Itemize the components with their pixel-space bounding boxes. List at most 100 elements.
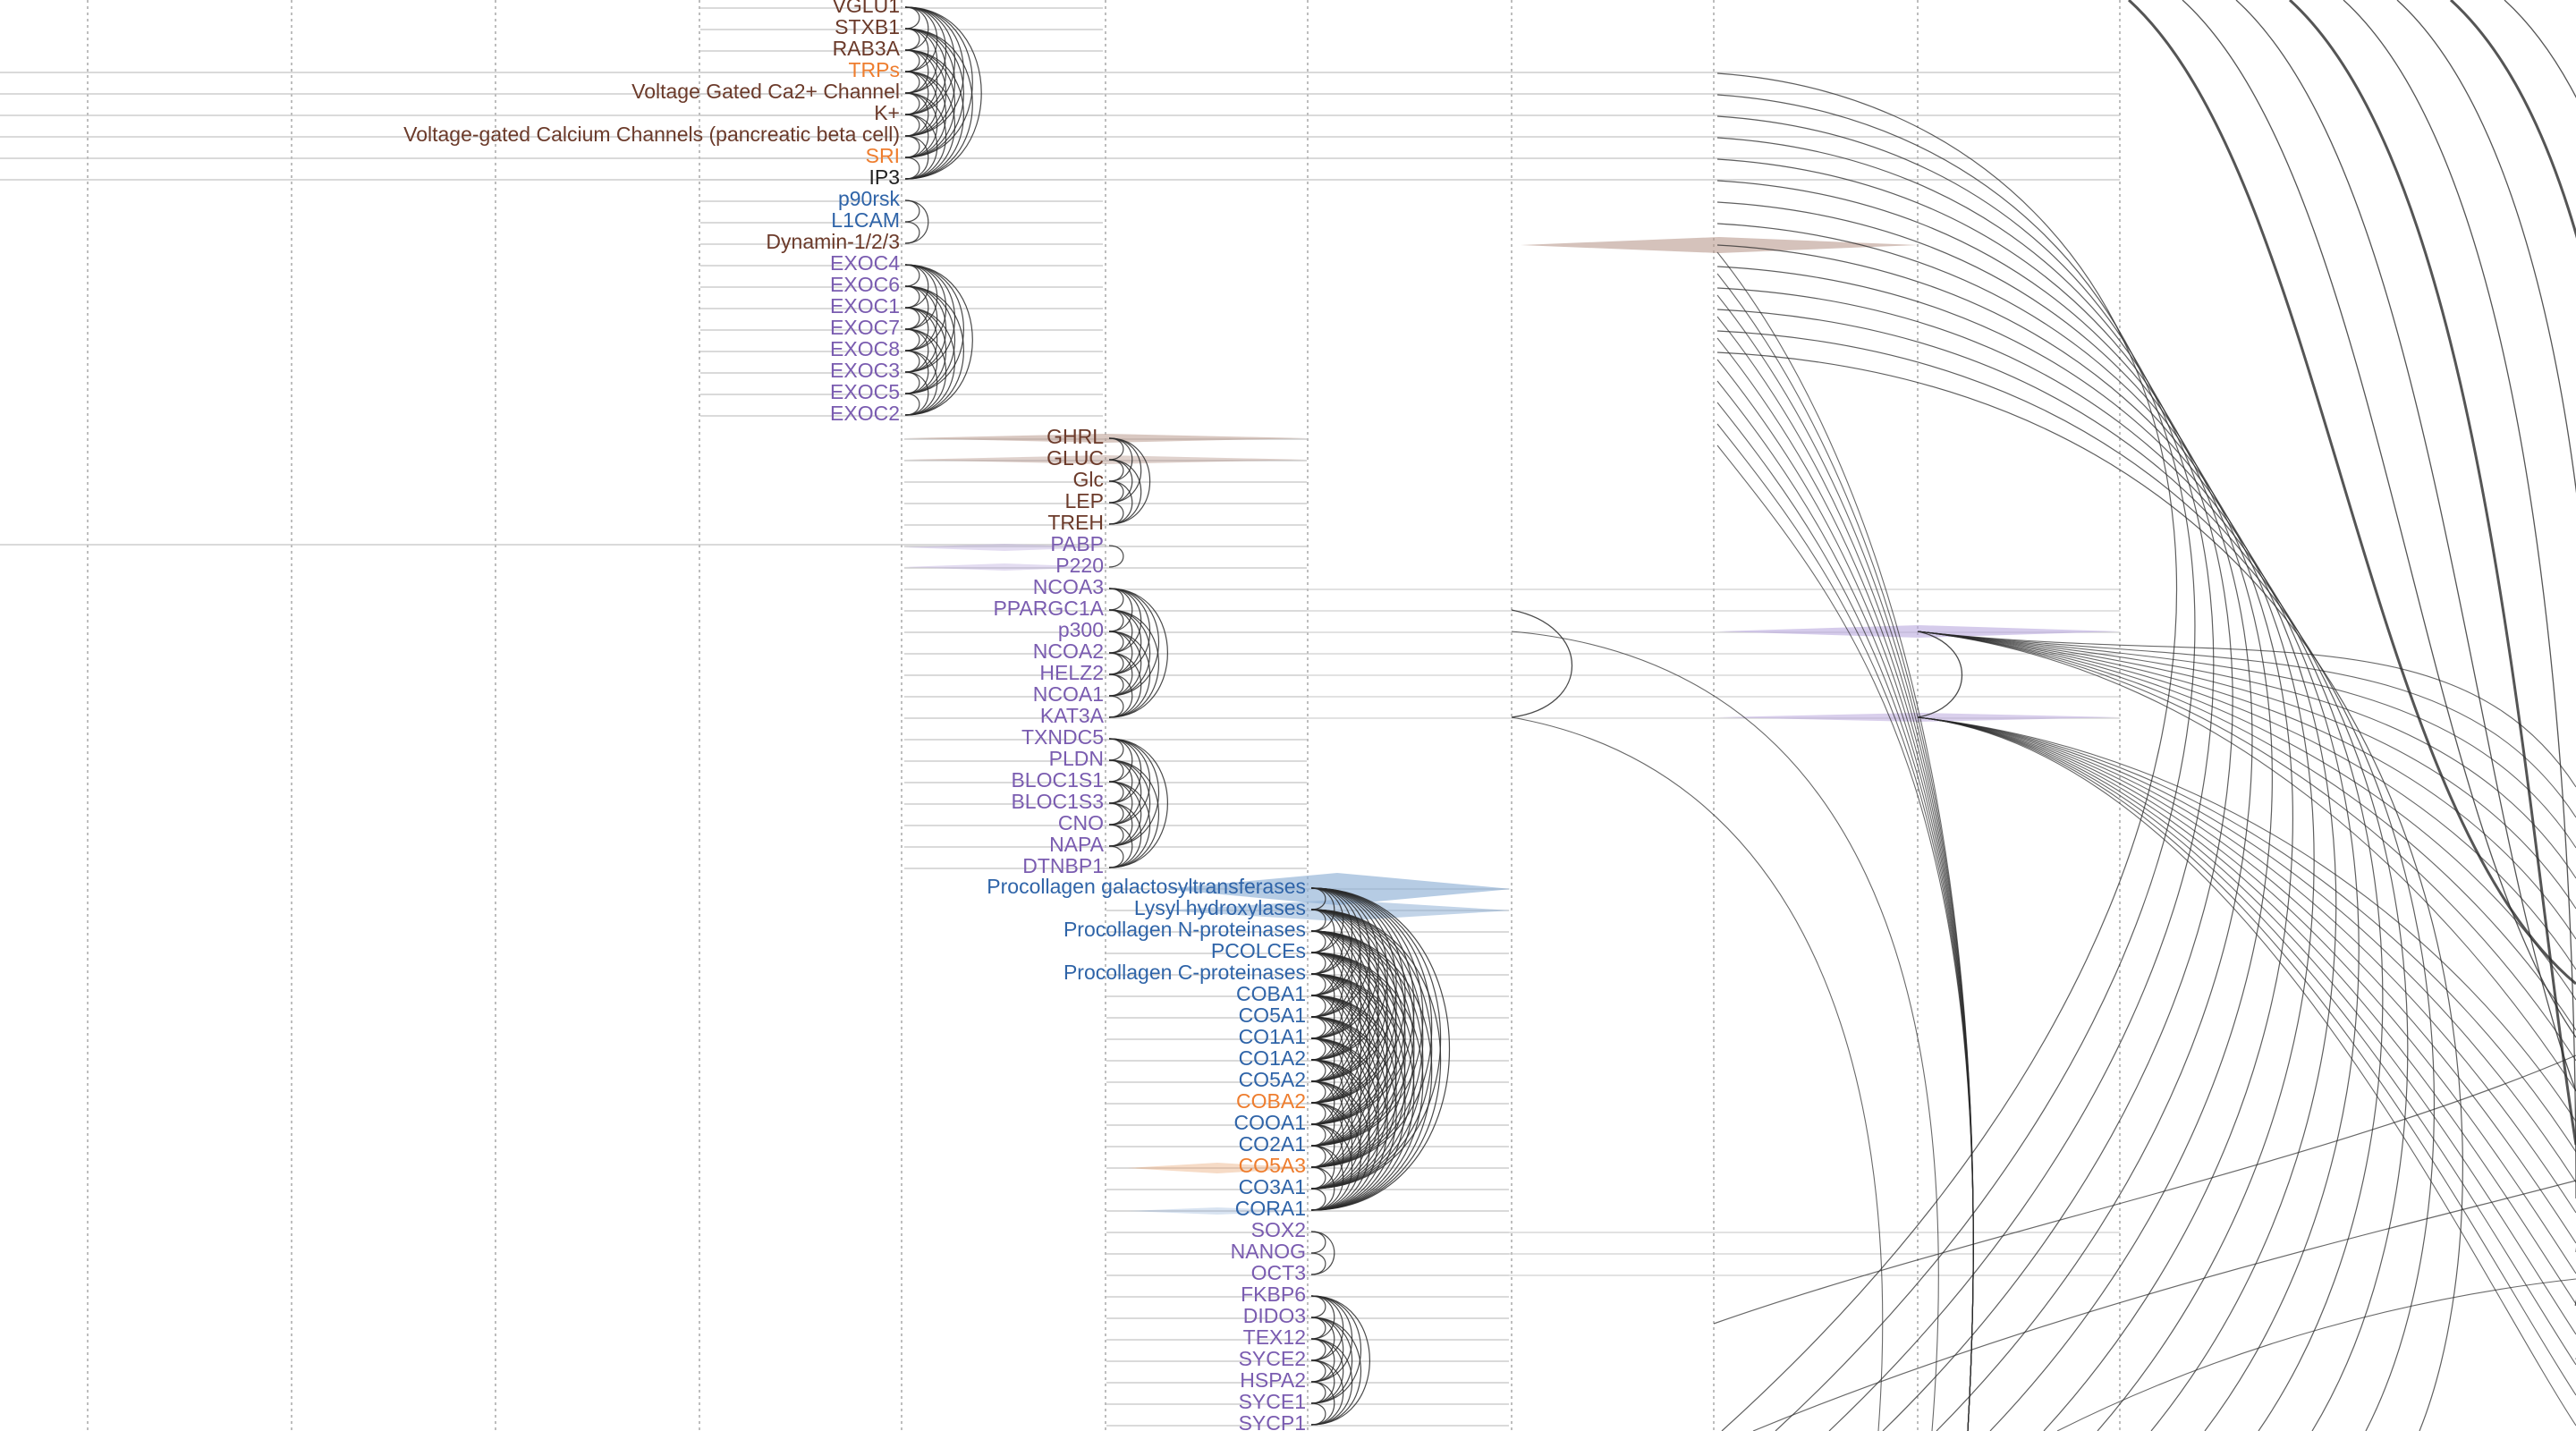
node-label: CO1A1: [1239, 1025, 1306, 1048]
group-arc: [1108, 588, 1168, 718]
group-arc: [1108, 759, 1150, 847]
long-arc: [2449, 0, 2576, 1306]
node-label: CO3A1: [1239, 1175, 1306, 1198]
group-arc: [1310, 1317, 1361, 1426]
group-arc: [1310, 995, 1370, 1125]
node-label: STXB1: [835, 15, 900, 38]
group-arc: [904, 92, 946, 180]
group-arc: [1310, 909, 1442, 1211]
long-arc: [1716, 330, 2435, 1431]
group-arc: [1310, 909, 1433, 1190]
long-arc: [1917, 631, 2576, 788]
group-arc: [1310, 1252, 1326, 1275]
group-arc: [904, 6, 964, 137]
long-arc: [1716, 72, 2178, 1431]
long-arc: [2288, 0, 2576, 1146]
edge-wedge: [903, 455, 1308, 464]
node-label: DTNBP1: [1022, 854, 1104, 877]
group-arc: [1310, 1317, 1352, 1404]
group-arc: [1310, 1188, 1326, 1211]
long-arc: [1752, 1180, 2576, 1431]
node-label: PABP: [1050, 532, 1104, 555]
node-label: OCT3: [1251, 1261, 1306, 1284]
long-arc: [1716, 180, 2273, 1431]
long-arc: [1716, 94, 2196, 1431]
node-label: GHRL: [1046, 425, 1104, 448]
long-arc: [1716, 309, 2409, 1431]
edge-wedge: [1163, 873, 1512, 905]
node-label: SYCP1: [1239, 1411, 1306, 1431]
group-arc: [1310, 930, 1388, 1104]
node-label: EXOC8: [830, 337, 900, 360]
group-arc: [1310, 1059, 1370, 1190]
group-arc: [904, 285, 964, 416]
long-arc: [2343, 0, 2576, 1199]
group-arc: [1310, 1059, 1379, 1211]
long-arc: [1917, 716, 2576, 1214]
node-label: NAPA: [1049, 833, 1105, 856]
edge-wedge: [1127, 1163, 1308, 1173]
long-arc: [1716, 266, 2360, 1431]
long-arc: [1716, 337, 1974, 1431]
group-arc: [904, 264, 964, 394]
long-range-arcs: [1511, 0, 2576, 1431]
node-label: p90rsk: [838, 187, 901, 210]
node-label: BLOC1S1: [1011, 768, 1104, 792]
long-arc: [1917, 631, 2576, 1001]
node-label: p300: [1058, 618, 1104, 641]
node-label: L1CAM: [831, 208, 900, 232]
group-arc: [904, 71, 946, 158]
long-arc: [1917, 716, 2576, 1122]
node-label: Procollagen N-proteinases: [1063, 918, 1306, 941]
group-arc: [1310, 930, 1433, 1211]
long-arc: [1917, 716, 2576, 1183]
group-arc: [1108, 781, 1150, 868]
node-tracks: [0, 7, 2120, 1427]
long-arc: [1917, 716, 2576, 1274]
group-arc: [1310, 887, 1406, 1104]
group-arc: [1310, 930, 1415, 1168]
node-label: Dynamin-1/2/3: [766, 230, 900, 253]
edge-wedge: [903, 563, 1106, 571]
long-arc: [1716, 294, 1974, 1431]
long-arc: [1511, 631, 1939, 1431]
group-arc: [904, 49, 964, 180]
group-arc: [1310, 952, 1406, 1168]
long-arc: [1917, 631, 2576, 818]
group-arc: [1310, 973, 1406, 1190]
group-arc: [1310, 995, 1406, 1211]
group-arc: [1310, 930, 1406, 1147]
node-label: COBA2: [1236, 1089, 1306, 1113]
group-arc: [904, 264, 973, 416]
group-arc: [1310, 952, 1424, 1211]
group-arc: [1310, 909, 1406, 1125]
group-arc: [904, 328, 946, 416]
group-arc: [904, 6, 973, 158]
node-label: RAB3A: [833, 37, 901, 60]
node-label: COBA1: [1236, 982, 1306, 1005]
node-label: VGLU1: [833, 0, 900, 17]
node-label: EXOC7: [830, 316, 900, 339]
group-arc: [1310, 952, 1388, 1125]
long-arc: [1917, 716, 2576, 1244]
group-arc: [1310, 930, 1361, 1039]
group-arc: [1310, 973, 1388, 1147]
node-label: LEP: [1065, 489, 1104, 512]
group-arc: [904, 49, 955, 158]
group-arc: [1108, 738, 1168, 868]
group-arc: [1310, 1016, 1379, 1168]
group-arc: [904, 285, 955, 394]
node-label: SYCE2: [1239, 1347, 1306, 1370]
group-arc: [1310, 952, 1397, 1147]
long-arc: [1917, 716, 2576, 1366]
group-arc: [904, 71, 955, 180]
edge-wedge: [903, 544, 1106, 551]
group-arc: [1108, 759, 1159, 868]
group-arc: [904, 157, 920, 180]
node-label: Procollagen galactosyltransferases: [987, 875, 1306, 898]
long-arc: [1716, 137, 2233, 1431]
long-arc: [1716, 423, 1974, 1431]
long-arc: [1716, 201, 2293, 1431]
long-arc: [1917, 631, 1962, 718]
